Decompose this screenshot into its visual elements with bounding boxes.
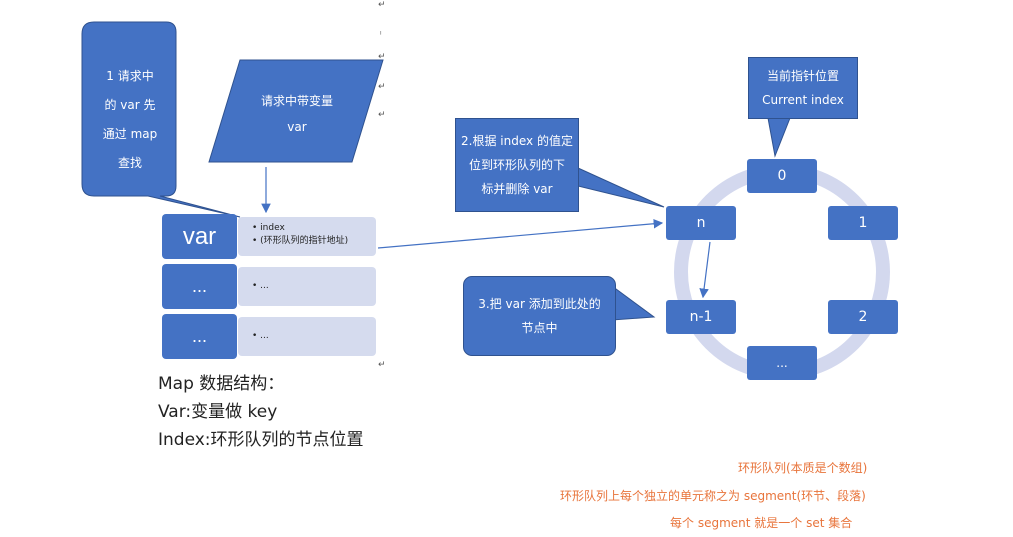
current-index-tail <box>767 117 791 158</box>
callout2: 2.根据 index 的值定 位到环形队列的下 标并删除 var <box>455 118 579 212</box>
note-segment: 环形队列上每个独立的单元称之为 segment(环节、段落) <box>560 489 866 503</box>
arrow-map-to-node-n <box>377 218 664 249</box>
callout3-tail <box>611 285 656 321</box>
current-index-box: 当前指针位置 Current index <box>748 57 858 119</box>
ring-node-n: n <box>666 206 736 240</box>
caption-index: Index:环形队列的节点位置 <box>158 430 364 450</box>
ring-node-1: 1 <box>828 206 898 240</box>
paragraph-mark: ↵ <box>378 0 386 10</box>
caption-var: Var:变量做 key <box>158 402 278 422</box>
parallelogram-text: 请求中带变量 var <box>260 94 333 134</box>
paragraph-mark: ↵ <box>378 82 386 92</box>
paragraph-mark: ↵ <box>378 360 386 370</box>
ring-node-ellipsis: ... <box>747 346 817 380</box>
map-key: ... <box>162 264 237 309</box>
ring-circle <box>674 164 890 380</box>
parallelogram-shape <box>208 59 384 163</box>
map-value: ... <box>238 317 376 356</box>
caption-map-structure: Map 数据结构： <box>158 374 285 394</box>
paragraph-mark: ↵ <box>378 110 386 120</box>
note-ring-queue: 环形队列(本质是个数组) <box>738 461 868 475</box>
callout1-text: 1 请求中 的 var 先 通过 map 查找 <box>102 69 158 170</box>
paragraph-mark: ᵎ <box>380 30 382 40</box>
arrow-n-to-n-1 <box>699 241 711 299</box>
map-value: ... <box>238 267 376 306</box>
ring-node-n-1: n-1 <box>666 300 736 334</box>
ring-node-0: 0 <box>747 159 817 193</box>
map-key: ... <box>162 314 237 359</box>
ring-node-2: 2 <box>828 300 898 334</box>
map-value: index (环形队列的指针地址) <box>238 217 376 256</box>
callout1-shape <box>81 21 241 218</box>
map-key: var <box>162 214 237 259</box>
paragraph-mark: ↵ <box>378 52 386 62</box>
callout2-tail <box>577 167 665 208</box>
note-set: 每个 segment 就是一个 set 集合 <box>670 516 853 530</box>
callout3: 3.把 var 添加到此处的 节点中 <box>463 276 616 356</box>
